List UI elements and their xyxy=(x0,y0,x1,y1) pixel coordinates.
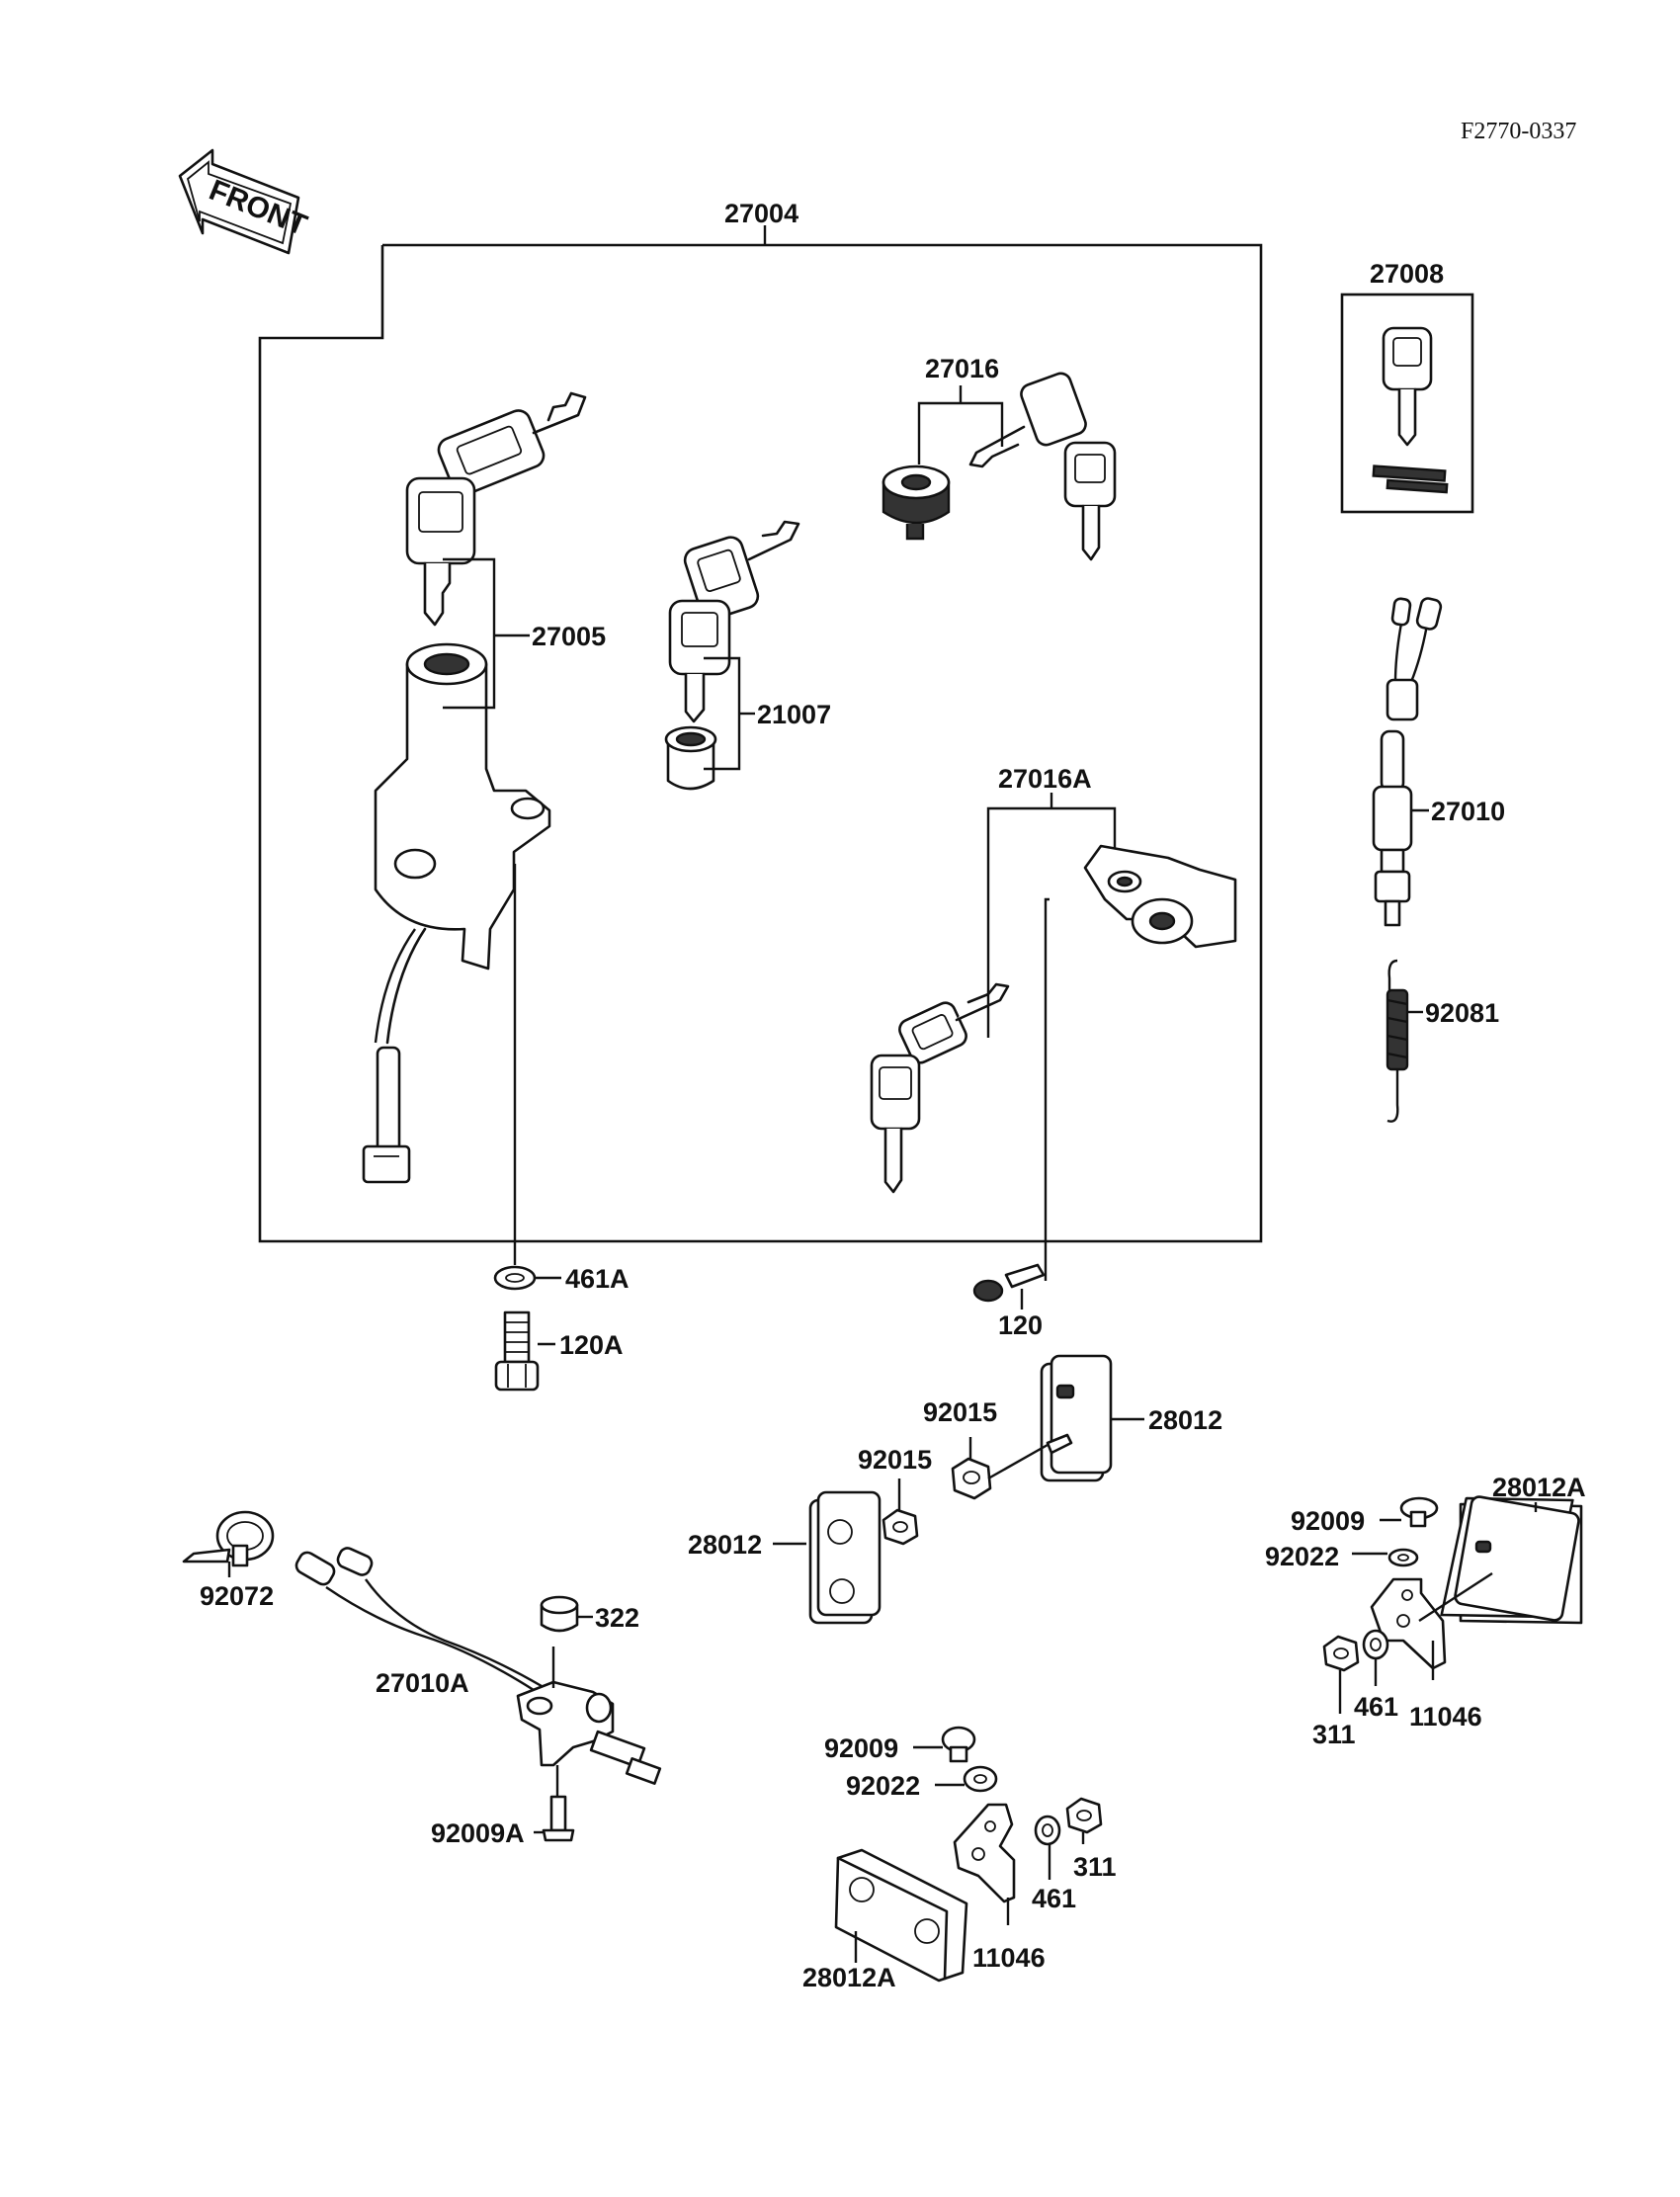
nut-92015-upper xyxy=(951,1457,992,1500)
part-label-311-bottom: 311 xyxy=(1073,1852,1117,1882)
part-label-27010: 27010 xyxy=(1431,797,1505,826)
assembly-box-27004 xyxy=(258,243,1263,1243)
part-label-92009-right: 92009 xyxy=(1291,1506,1365,1536)
bracket-11046-bottom xyxy=(953,1803,1016,1903)
front-arrow-icon: FRONT xyxy=(178,148,311,255)
part-label-322: 322 xyxy=(595,1603,639,1633)
washer-461-bottom xyxy=(1034,1815,1061,1846)
part-label-21007: 21007 xyxy=(757,700,831,729)
part-label-92022-bottom: 92022 xyxy=(846,1771,920,1801)
switch-27010 xyxy=(1372,597,1443,927)
nut-311-right xyxy=(1322,1635,1360,1672)
seat-lock-27016 xyxy=(882,372,1117,561)
part-label-28012A-bottom: 28012A xyxy=(802,1963,896,1992)
washer-461-right xyxy=(1362,1629,1389,1660)
screw-92009A xyxy=(542,1795,575,1842)
helmet-lock-27016A xyxy=(870,844,1237,1194)
part-label-27010A: 27010A xyxy=(376,1668,469,1698)
part-label-92009A: 92009A xyxy=(431,1818,525,1848)
part-label-27004: 27004 xyxy=(724,199,798,228)
screw-120 xyxy=(972,1263,1046,1303)
part-label-11046-right: 11046 xyxy=(1409,1702,1482,1732)
part-label-28012-upper: 28012 xyxy=(1148,1405,1222,1435)
part-label-120: 120 xyxy=(998,1310,1043,1340)
part-label-27016A: 27016A xyxy=(998,764,1092,794)
part-label-92022-right: 92022 xyxy=(1265,1542,1339,1571)
clamp-92072 xyxy=(182,1510,275,1567)
part-label-461A: 461A xyxy=(565,1264,630,1294)
part-label-311-right: 311 xyxy=(1312,1720,1356,1749)
reflector-28012A-bottom xyxy=(834,1848,968,1983)
part-label-120A: 120A xyxy=(559,1330,624,1360)
key-blank-box-27008 xyxy=(1340,293,1474,514)
key-set-21007 xyxy=(664,520,800,791)
part-label-461-bottom: 461 xyxy=(1032,1884,1076,1913)
part-label-27008: 27008 xyxy=(1370,259,1444,289)
bolt-120A xyxy=(494,1310,540,1392)
washer-92022-bottom xyxy=(963,1765,998,1793)
part-label-92072: 92072 xyxy=(200,1581,274,1611)
nut-311-bottom xyxy=(1065,1797,1103,1834)
cap-322 xyxy=(540,1595,579,1633)
switch-27010A xyxy=(294,1547,662,1785)
part-label-92015-upper: 92015 xyxy=(923,1397,997,1427)
part-label-92015-lower: 92015 xyxy=(858,1445,932,1475)
part-label-27005: 27005 xyxy=(532,622,606,651)
bracket-11046-right xyxy=(1370,1571,1493,1670)
bolt-92009-bottom xyxy=(941,1726,976,1763)
washer-92022-right xyxy=(1387,1548,1419,1567)
part-label-11046-bottom: 11046 xyxy=(972,1943,1046,1973)
spring-92081 xyxy=(1386,959,1409,1123)
reflector-28012A-right xyxy=(1440,1495,1583,1625)
key-blank-icon xyxy=(1372,326,1449,494)
washer-461A xyxy=(493,1265,537,1291)
reflector-28012-left xyxy=(808,1490,882,1625)
part-label-461-right: 461 xyxy=(1354,1692,1398,1722)
nut-92015-lower xyxy=(882,1508,919,1546)
ignition-switch-body xyxy=(362,642,551,1184)
part-label-28012A-right: 28012A xyxy=(1492,1473,1586,1502)
reference-code: F2770-0337 xyxy=(1461,119,1576,144)
bolt-92009-right xyxy=(1399,1496,1439,1528)
ignition-switch-keys xyxy=(405,391,587,627)
part-label-92081: 92081 xyxy=(1425,998,1499,1028)
reflector-28012-upper xyxy=(1040,1354,1113,1482)
part-label-28012-left: 28012 xyxy=(688,1530,762,1560)
part-label-27016: 27016 xyxy=(925,354,999,383)
part-label-92009-bottom: 92009 xyxy=(824,1733,898,1763)
